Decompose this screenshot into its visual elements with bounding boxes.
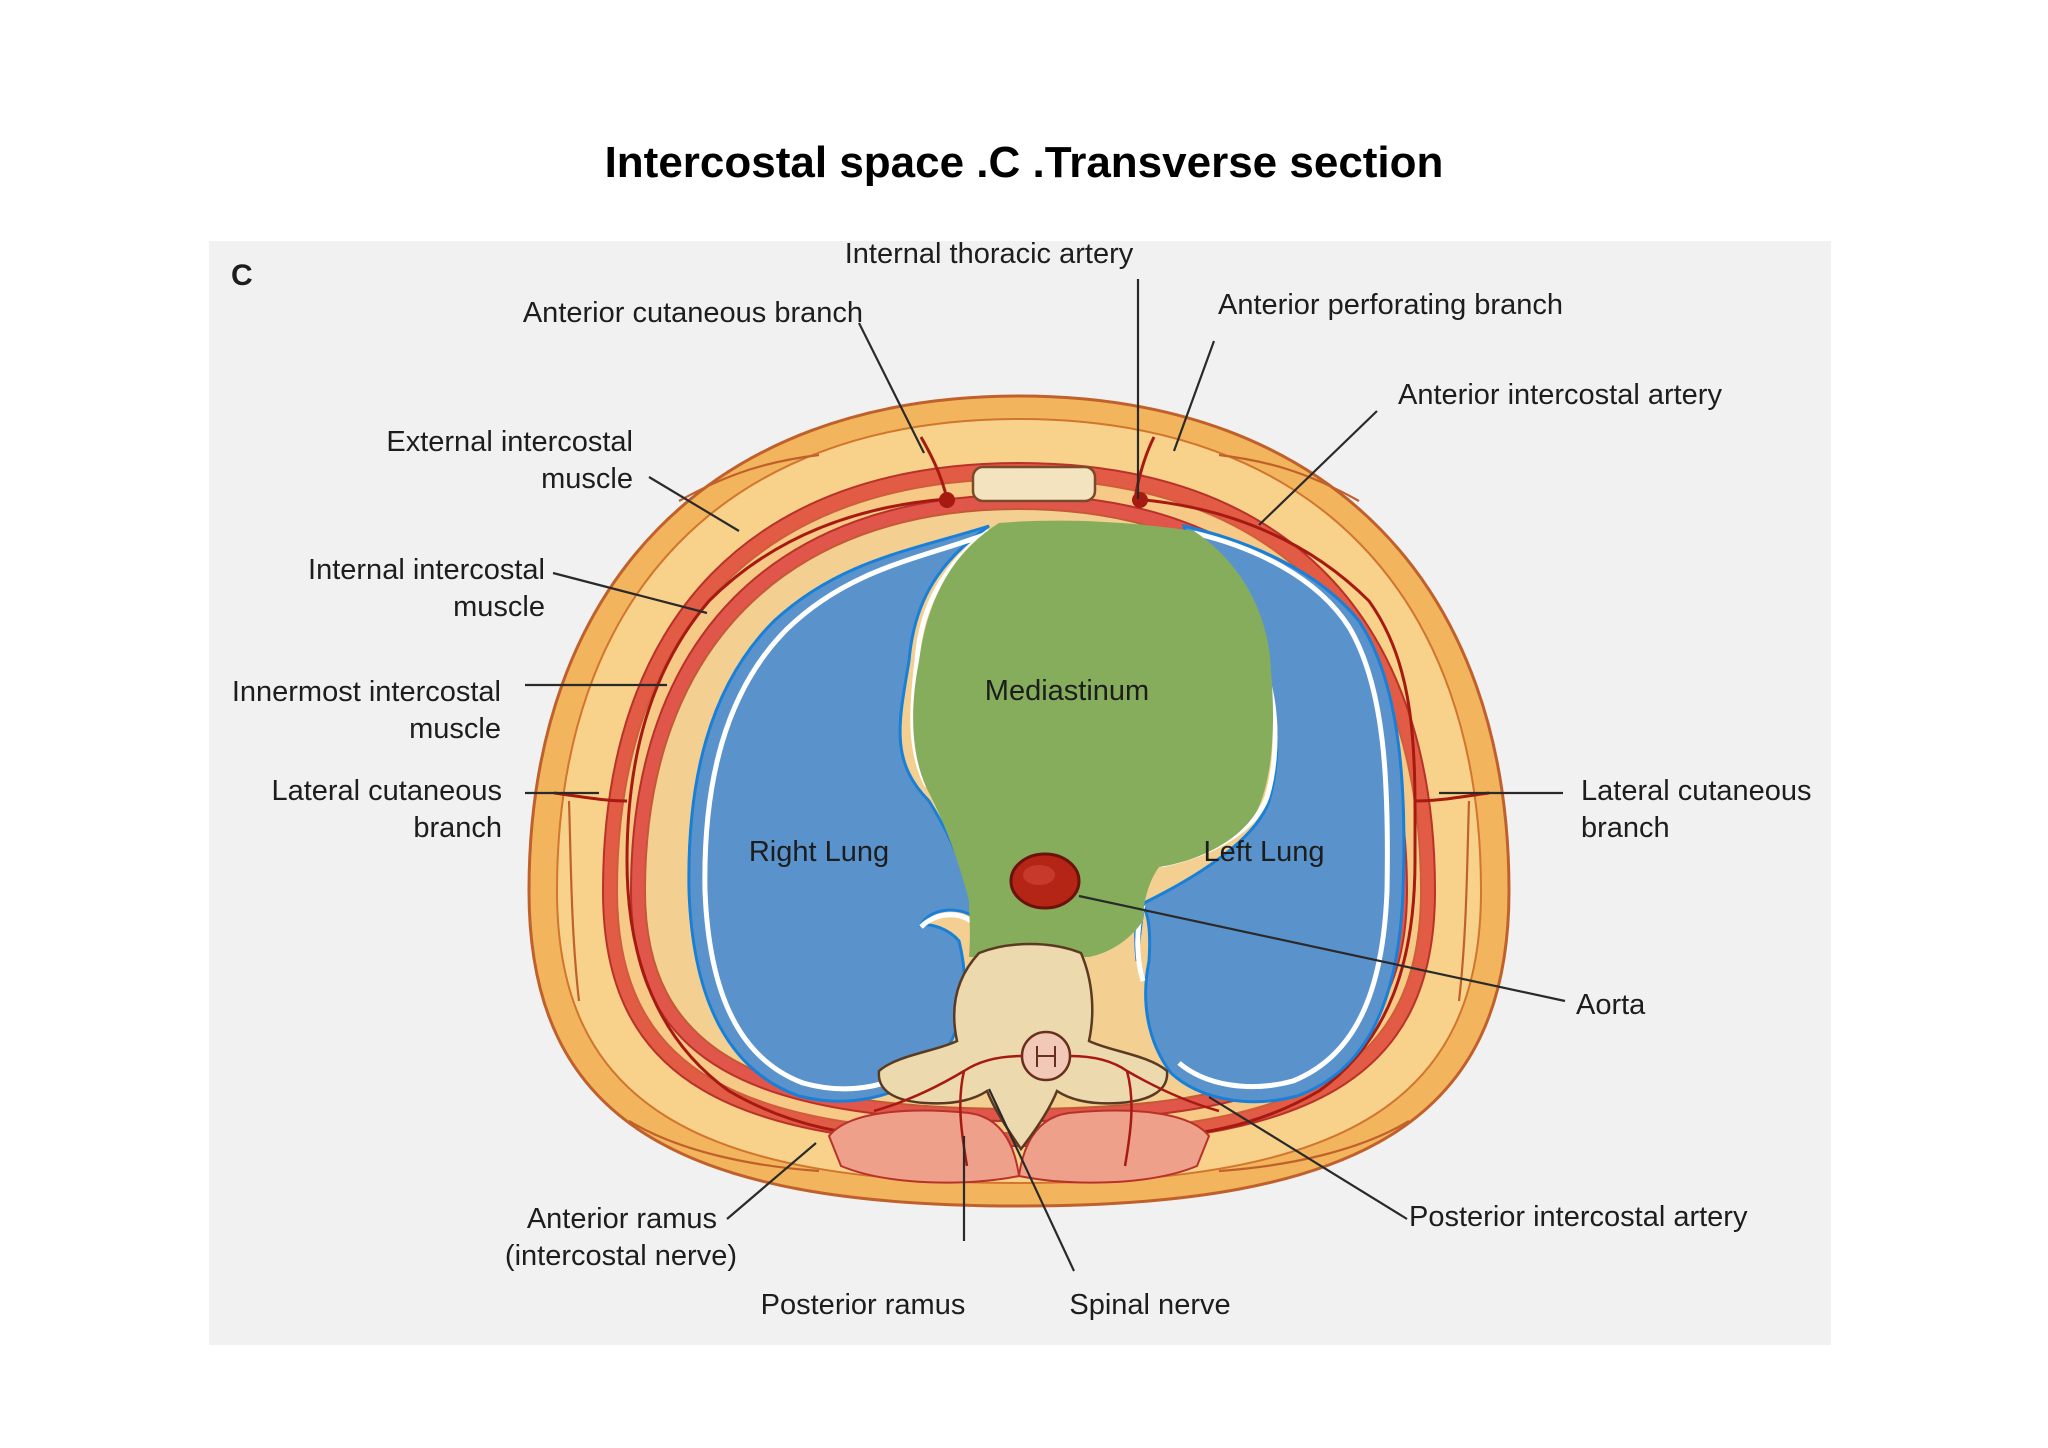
label-posterior-intercostal-artery: Posterior intercostal artery (1409, 1201, 1748, 1233)
label-lateral-cutaneous-left-line1: Lateral cutaneous (271, 775, 502, 807)
label-aorta: Aorta (1576, 989, 1646, 1021)
slide-title: Intercostal space .C .Transverse section (604, 138, 1444, 187)
right-lung (687, 524, 991, 1103)
label-internal-thoracic-artery: Internal thoracic artery (845, 241, 1134, 270)
right-lung-shape (687, 524, 990, 1103)
right-erector-spinae (827, 1109, 1021, 1184)
label-lateral-cutaneous-left-line2: branch (413, 812, 502, 844)
label-innermost-intercostal-line1: Innermost intercostal (232, 676, 501, 708)
label-anterior-cutaneous-branch: Anterior cutaneous branch (523, 297, 863, 329)
label-anterior-intercostal-artery: Anterior intercostal artery (1398, 379, 1722, 411)
label-external-intercostal-line2: muscle (541, 463, 633, 495)
left-pleura-line (1177, 530, 1390, 1090)
spinal-nerves (873, 1054, 1220, 1167)
right-mediastinal-pleura (910, 529, 991, 788)
label-external-intercostal-line1: External intercostal (386, 426, 633, 458)
label-anterior-ramus-line2: (intercostal nerve) (505, 1240, 737, 1272)
label-lateral-cutaneous-right-line1: Lateral cutaneous (1581, 775, 1812, 807)
anatomy-figure: C (209, 241, 1831, 1345)
mediastinum (913, 520, 1274, 957)
leader-lines (525, 279, 1566, 1272)
mediastinum-label: Mediastinum (985, 675, 1149, 707)
left-erector-spinae (1017, 1109, 1211, 1184)
intercostal-vessels (553, 436, 1490, 1139)
panel-letter: C (231, 259, 253, 292)
right-lung-label: Right Lung (749, 836, 889, 868)
label-innermost-intercostal-line2: muscle (409, 713, 501, 745)
label-posterior-ramus: Posterior ramus (761, 1289, 966, 1321)
right-pleura-line (702, 532, 985, 1092)
internal-thoracic-artery-right (939, 492, 955, 508)
label-lateral-cutaneous-right-line2: branch (1581, 812, 1670, 844)
left-lung-label: Left Lung (1204, 836, 1325, 868)
label-spinal-nerve: Spinal nerve (1069, 1289, 1230, 1321)
label-internal-intercostal-line2: muscle (453, 591, 545, 623)
label-internal-intercostal-line1: Internal intercostal (308, 554, 545, 586)
sternum (971, 465, 1097, 503)
transverse-section-diagram: C (231, 241, 1812, 1321)
internal-thoracic-artery-left (1132, 492, 1148, 508)
label-anterior-perforating-branch: Anterior perforating branch (1218, 289, 1563, 321)
label-anterior-ramus-line1: Anterior ramus (527, 1203, 717, 1235)
